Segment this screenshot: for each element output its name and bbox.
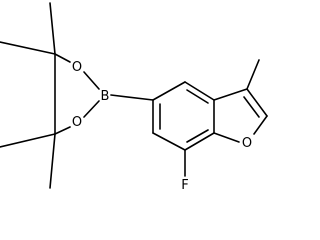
bond-o-bottom-c: [54, 126, 71, 135]
atom-oxygen-top: O: [72, 60, 82, 75]
bond-o-c7a: [213, 132, 240, 143]
atom-boron: B: [101, 89, 110, 104]
bond-c3-c2: [246, 88, 268, 117]
atom-fluorine: F: [181, 178, 188, 193]
bond-ring-c7-c6: [152, 132, 186, 151]
bond-ring-c5-c4: [152, 81, 186, 101]
bond-methyl-1: [49, 2, 56, 55]
bond-ring-c7a-c7-inner: [186, 129, 209, 143]
atom-oxygen-furan: O: [242, 136, 252, 151]
bond-b-o-bottom: [83, 100, 100, 118]
bond-c3a-c3: [213, 88, 248, 101]
bond-c2-o: [253, 115, 268, 135]
bond-methyl-4: [49, 133, 56, 189]
atom-oxygen-bottom: O: [72, 115, 82, 130]
chemical-structure-diagram: B O O O F: [0, 2, 268, 193]
bond-b-o-top: [83, 71, 100, 90]
bond-methyl-3: [0, 133, 56, 148]
bond-c3-c2-inner: [243, 96, 260, 118]
bond-ring-c7a-c7: [184, 132, 215, 151]
bond-methyl-2: [0, 41, 56, 55]
bond-b-aryl: [110, 94, 154, 101]
bond-ring-c4-c3a-inner: [186, 89, 209, 104]
bond-o-top-c: [54, 53, 71, 63]
bond-c3-methyl: [246, 59, 260, 90]
bond-ring-c4-c3a: [184, 81, 215, 101]
